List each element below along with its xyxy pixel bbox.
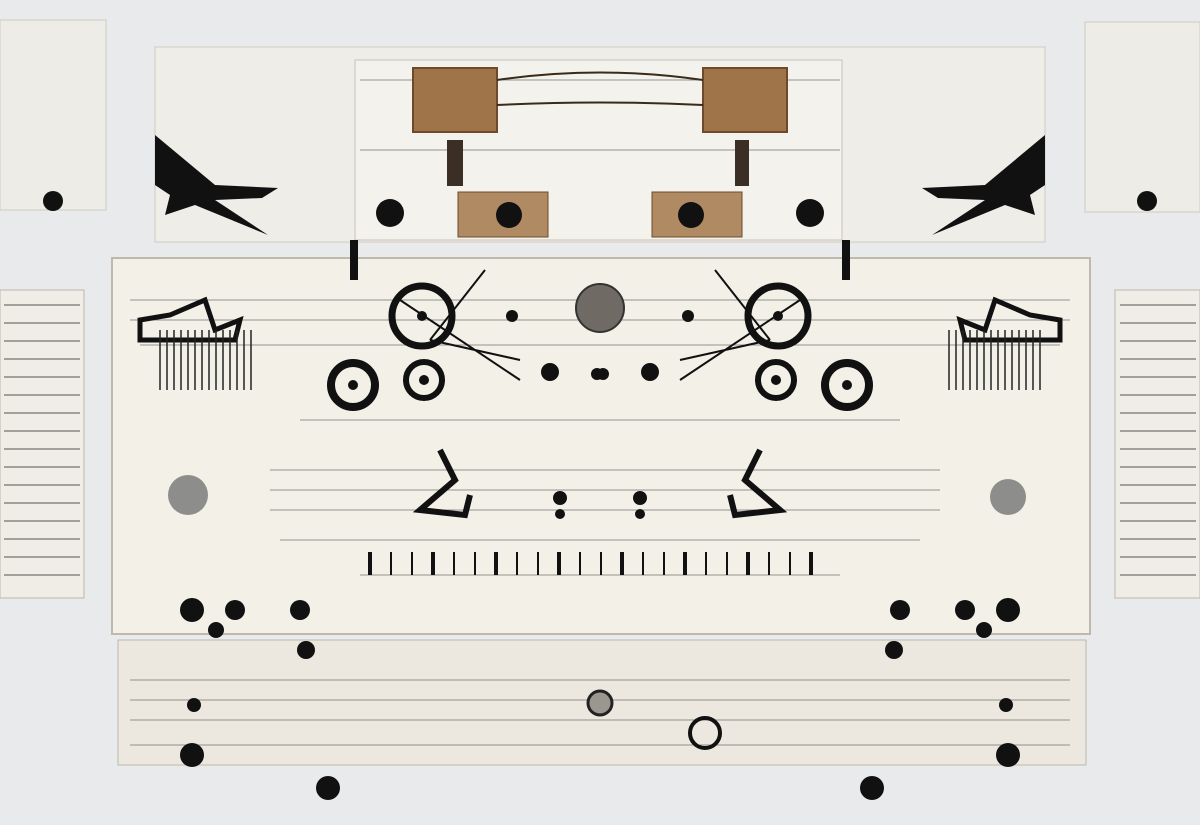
wooden-block (702, 67, 788, 133)
grey-disc (990, 479, 1026, 515)
black-dot (541, 363, 559, 381)
bird-silhouette (922, 135, 1045, 235)
ink-mechanism (137, 296, 244, 343)
right-side-sheet (1114, 289, 1200, 599)
wheel-hub (771, 375, 781, 385)
ring-wheel (755, 359, 797, 401)
wheel-hub (348, 380, 358, 390)
black-dot (553, 491, 567, 505)
wheel-hub (842, 380, 852, 390)
black-dot (996, 598, 1020, 622)
black-dot (180, 743, 204, 767)
strut-lines (399, 269, 521, 381)
black-dot (376, 199, 404, 227)
black-dot (506, 310, 518, 322)
ink-bar (842, 240, 850, 280)
ink-bar (350, 240, 358, 280)
black-dot (225, 600, 245, 620)
black-dot (860, 776, 884, 800)
ink-mechanism (956, 296, 1063, 343)
ink-figure (412, 448, 473, 519)
black-dot (678, 202, 704, 228)
small-disc (586, 689, 614, 717)
center-disc (575, 283, 625, 333)
black-dot (555, 509, 565, 519)
black-dot (187, 698, 201, 712)
ring-wheel (403, 359, 445, 401)
black-dot (635, 509, 645, 519)
grey-disc (168, 475, 208, 515)
peg (735, 140, 749, 186)
left-side-sheet (0, 289, 85, 599)
black-dot (976, 622, 992, 638)
black-dot (208, 622, 224, 638)
black-dot (316, 776, 340, 800)
black-dot (890, 600, 910, 620)
bird-silhouette (155, 135, 278, 235)
strut-lines (679, 269, 801, 381)
wire (496, 71, 704, 81)
black-dot (885, 641, 903, 659)
wheel-hub (419, 375, 429, 385)
black-dot (682, 310, 694, 322)
ring-wheel (821, 359, 873, 411)
wooden-block (412, 67, 498, 133)
left-top-panel (0, 19, 107, 211)
black-dot (633, 491, 647, 505)
black-dot (496, 202, 522, 228)
black-dot (43, 191, 63, 211)
black-dot (955, 600, 975, 620)
black-dot (996, 743, 1020, 767)
black-dot (297, 641, 315, 659)
black-dot (796, 199, 824, 227)
black-dot (1137, 191, 1157, 211)
black-dot (999, 698, 1013, 712)
ink-figure (727, 448, 788, 519)
black-dot (597, 368, 609, 380)
right-top-panel (1084, 21, 1200, 213)
peg (447, 140, 463, 186)
small-ring (688, 716, 722, 750)
ring-wheel (388, 282, 456, 350)
wire (496, 101, 704, 106)
ring-wheel (327, 359, 379, 411)
black-dot (290, 600, 310, 620)
ring-wheel (744, 282, 812, 350)
black-dot (641, 363, 659, 381)
black-dot (180, 598, 204, 622)
